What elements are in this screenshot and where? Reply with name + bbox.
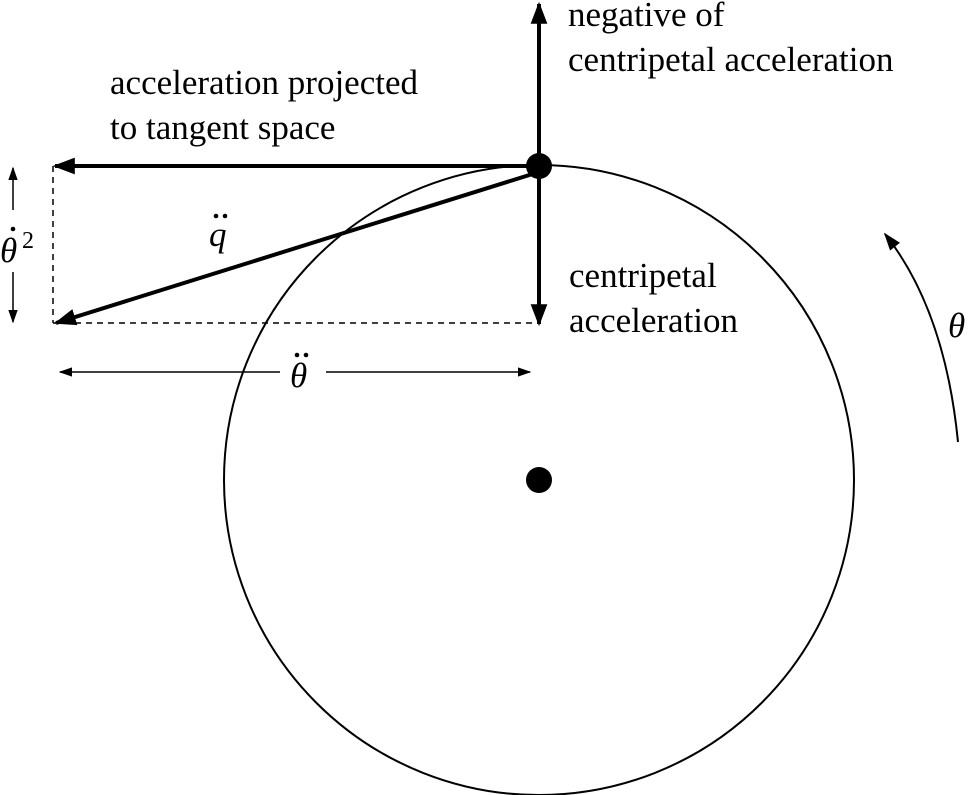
negative-centripetal-label-line2: centripetal acceleration: [568, 40, 893, 79]
theta-dot-squared-label: θ 2: [0, 226, 34, 270]
theta-ddot-dot-1: [294, 352, 300, 358]
q-ddot-arrow: [53, 170, 540, 326]
theta-ddot-symbol: θ: [290, 356, 307, 395]
center-point: [526, 467, 552, 493]
projected-label-line2: to tangent space: [110, 108, 335, 147]
projected-label-line1: acceleration projected: [110, 63, 418, 102]
q-ddot-symbol: q: [209, 215, 227, 254]
q-ddot-dot-1: [213, 213, 219, 219]
centripetal-label-line1: centripetal: [569, 256, 717, 295]
theta-dot-sq-symbol: θ: [0, 231, 17, 270]
theta-ddot-dot-2: [303, 352, 309, 358]
q-ddot-label: q: [209, 213, 228, 254]
q-ddot-dot-2: [222, 213, 228, 219]
negative-centripetal-label-line1: negative of: [568, 0, 725, 34]
rotation-direction-arc: [883, 232, 959, 443]
theta-label: θ: [948, 306, 965, 345]
theta-dot-sq-exponent: 2: [22, 228, 34, 254]
centripetal-label-line2: acceleration: [569, 301, 738, 340]
theta-ddot-label: θ: [290, 352, 309, 395]
theta-dot-sq-dot: [10, 226, 16, 232]
point-on-circle: [526, 153, 552, 179]
